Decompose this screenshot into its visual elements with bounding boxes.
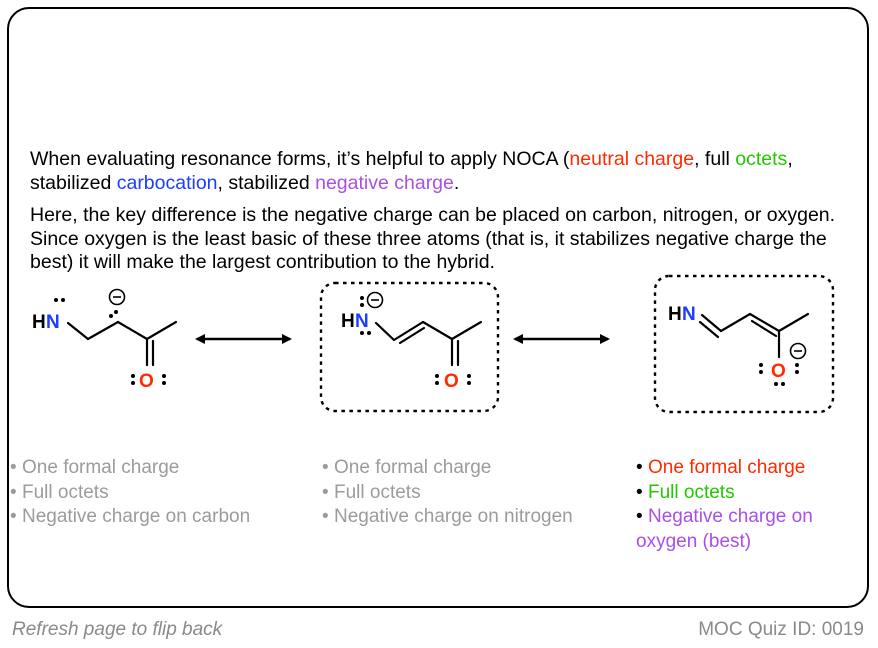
criteria-text: One formal charge xyxy=(22,457,180,478)
criteria-text: oxygen (best) xyxy=(636,530,752,552)
highlight-box-2 xyxy=(319,281,500,413)
list-item: •One formal charge xyxy=(636,456,813,481)
criteria-text: Full octets xyxy=(334,481,421,503)
criteria-text: One formal charge xyxy=(648,457,806,478)
explanation-paragraph: Here, the key difference is the negative… xyxy=(30,204,836,273)
bullet: • xyxy=(10,481,17,503)
bullet: • xyxy=(10,506,17,527)
criteria-text: Full octets xyxy=(648,481,735,503)
atom-n-2: N xyxy=(355,311,369,332)
list-item: •Full octets xyxy=(636,481,813,506)
atom-h-1: H xyxy=(32,312,46,333)
criteria-text: Negative charge on carbon xyxy=(22,506,251,527)
list-item: oxygen (best) xyxy=(636,530,813,555)
bullet: • xyxy=(636,506,643,527)
list-item: •Full octets xyxy=(322,481,573,506)
negative-charge-term: negative charge xyxy=(315,171,454,194)
p1-text-b: , full xyxy=(694,148,736,170)
negative-charge-icon xyxy=(366,291,384,309)
quiz-card[interactable] xyxy=(7,7,869,608)
quiz-id-label: MOC Quiz ID: 0019 xyxy=(698,619,864,640)
atom-o-3: O xyxy=(771,361,786,382)
negative-charge-icon xyxy=(789,342,807,360)
highlight-box-3 xyxy=(653,274,835,414)
p1-text-e: . xyxy=(453,171,460,194)
nitrogen-anion-lone-pairs xyxy=(360,296,471,385)
bullet: • xyxy=(636,481,643,503)
structure-enolate xyxy=(698,312,810,359)
bullet: • xyxy=(322,481,329,503)
atom-h-3: H xyxy=(668,304,682,325)
nitrogen-anion-criteria-list: •One formal charge •Full octets •Negativ… xyxy=(322,456,573,530)
atom-h-2: H xyxy=(341,311,355,332)
refresh-hint: Refresh page to flip back xyxy=(12,619,223,640)
bullet: • xyxy=(322,506,329,527)
atom-o-2: O xyxy=(444,371,459,392)
bullet: • xyxy=(322,457,329,478)
carbanion-lone-pairs xyxy=(54,298,166,385)
carbocation-term: carbocation xyxy=(116,171,218,194)
bullet: • xyxy=(636,457,643,478)
structure-nitrogen-anion xyxy=(374,320,483,367)
carbanion-criteria-list: •One formal charge •Full octets •Negativ… xyxy=(10,456,250,530)
criteria-text: Full octets xyxy=(22,481,109,503)
list-item: •Negative charge on nitrogen xyxy=(322,505,573,530)
p1-text-d: , stabilized xyxy=(217,171,316,194)
p1-text-c: , stabilized xyxy=(30,148,793,194)
enolate-criteria-list: •One formal charge •Full octets •Negativ… xyxy=(636,456,813,554)
noca-paragraph: When evaluating resonance forms, it’s he… xyxy=(30,148,850,195)
enolate-lone-pairs xyxy=(759,363,799,386)
p1-text-a: When evaluating resonance forms, it’s he… xyxy=(30,148,570,170)
negative-charge-icon xyxy=(108,288,126,306)
list-item: •One formal charge xyxy=(322,456,573,481)
list-item: •One formal charge xyxy=(10,456,250,481)
list-item: •Full octets xyxy=(10,481,250,506)
criteria-text: Negative charge on nitrogen xyxy=(334,506,573,527)
atom-n-3: N xyxy=(682,304,696,325)
bullet: • xyxy=(10,457,17,478)
criteria-text: One formal charge xyxy=(334,457,492,478)
octets-term: octets xyxy=(735,148,788,170)
neutral-charge-term: neutral charge xyxy=(569,148,695,170)
list-item: •Negative charge on xyxy=(636,505,813,530)
list-item: •Negative charge on carbon xyxy=(10,505,250,530)
criteria-text: Negative charge on xyxy=(648,506,813,527)
atom-n-1: N xyxy=(46,312,60,333)
atom-o-1: O xyxy=(139,371,154,392)
structure-carbanion xyxy=(66,320,178,367)
